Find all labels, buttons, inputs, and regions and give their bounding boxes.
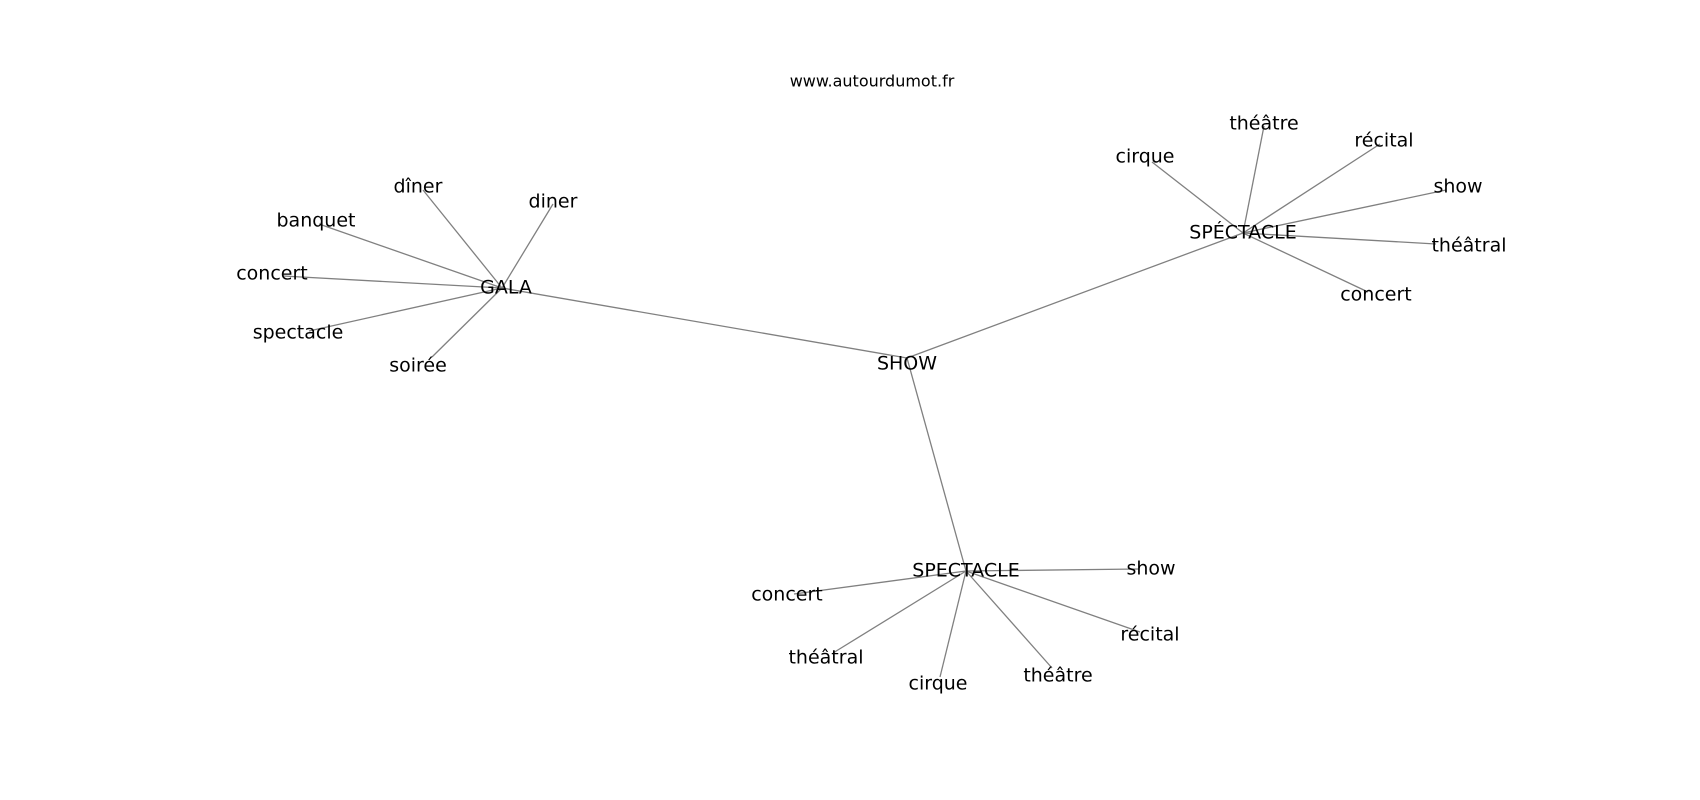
source-url: www.autourdumot.fr xyxy=(790,72,955,91)
edge-spectacle-sp-show xyxy=(965,568,1140,572)
node-sa-show[interactable]: show xyxy=(1433,176,1482,198)
edge-gala-gala-diner-circ xyxy=(422,189,503,289)
node-gala[interactable]: GALA xyxy=(480,277,532,299)
node-spectacle-accent[interactable]: SPÉCTACLE xyxy=(1189,221,1296,244)
edge-spectacle-sp-recital xyxy=(965,570,1141,633)
graph-edges xyxy=(282,125,1447,678)
edge-spectacle-accent-sa-theatral xyxy=(1242,232,1437,245)
graph-nodes: SHOW GALA SPÉCTACLE SPECTACLE dîner diner banq… xyxy=(236,113,1506,695)
edge-show-root-spectacle-accent xyxy=(906,232,1244,359)
node-show-root[interactable]: SHOW xyxy=(877,353,937,375)
node-sp-show[interactable]: show xyxy=(1126,558,1175,580)
edge-spectacle-accent-sa-recital xyxy=(1242,143,1381,234)
edge-spectacle-sp-theatral xyxy=(832,570,967,654)
node-sp-cirque[interactable]: cirque xyxy=(909,673,968,695)
node-spectacle[interactable]: SPECTACLE xyxy=(912,560,1019,582)
node-sp-recital[interactable]: récital xyxy=(1120,624,1179,646)
edge-spectacle-accent-sa-theatre xyxy=(1242,125,1265,234)
node-sa-concert[interactable]: concert xyxy=(1340,284,1412,306)
edge-spectacle-sp-cirque xyxy=(939,570,967,678)
edge-show-root-gala xyxy=(501,287,908,359)
node-sa-theatre[interactable]: théâtre xyxy=(1229,113,1298,135)
node-gala-spectacle[interactable]: spectacle xyxy=(253,322,344,344)
node-sp-concert[interactable]: concert xyxy=(751,584,823,606)
edge-show-root-spectacle xyxy=(906,357,967,572)
edge-spectacle-sp-theatre xyxy=(965,570,1053,669)
edge-gala-gala-concert xyxy=(282,275,503,289)
edge-gala-gala-spectacle xyxy=(308,287,503,332)
node-sp-theatre[interactable]: théâtre xyxy=(1023,665,1092,687)
node-gala-diner[interactable]: diner xyxy=(529,191,578,213)
edge-gala-gala-diner xyxy=(501,203,554,289)
edge-gala-gala-banquet xyxy=(318,223,503,289)
node-sp-theatral[interactable]: théâtral xyxy=(788,647,863,669)
edge-spectacle-accent-sa-concert xyxy=(1242,232,1369,293)
edge-gala-gala-soiree xyxy=(431,287,503,358)
node-sa-recital[interactable]: récital xyxy=(1354,130,1413,152)
node-gala-concert[interactable]: concert xyxy=(236,263,308,285)
node-sa-theatral[interactable]: théâtral xyxy=(1431,235,1506,257)
edge-spectacle-accent-sa-show xyxy=(1242,189,1447,234)
edge-spectacle-accent-sa-cirque xyxy=(1151,161,1244,234)
node-sa-cirque[interactable]: cirque xyxy=(1116,146,1175,168)
node-gala-soiree[interactable]: soirée xyxy=(389,355,447,377)
edge-spectacle-sp-concert xyxy=(793,570,967,595)
node-gala-banquet[interactable]: banquet xyxy=(277,210,356,232)
node-gala-diner-circ[interactable]: dîner xyxy=(394,176,443,198)
